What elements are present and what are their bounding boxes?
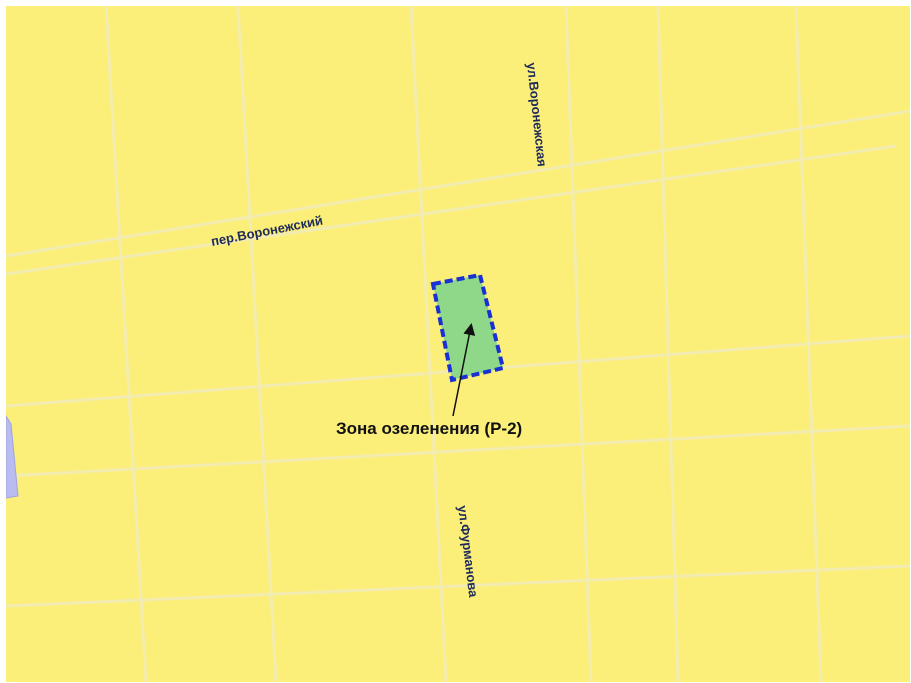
zone-pointer-arrow — [452, 323, 476, 417]
zone-label: Зона озеленения (Р-2) — [336, 419, 522, 438]
faint-street-lines — [6, 6, 910, 682]
zoning-map: ул.Воронежская пер.Воронежский ул.Фурман… — [6, 6, 910, 682]
water-area — [6, 415, 19, 499]
